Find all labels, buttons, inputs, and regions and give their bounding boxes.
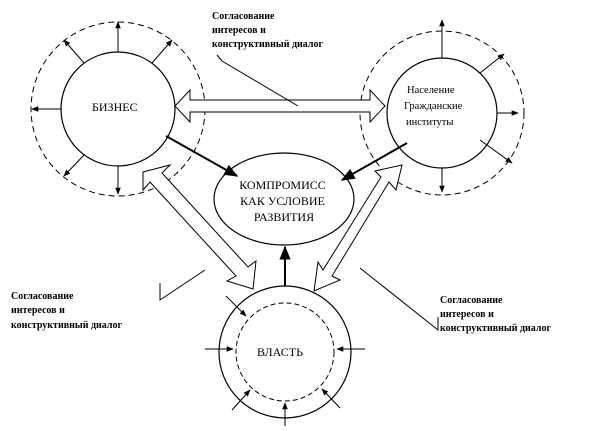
top-note-line-1: Согласование bbox=[212, 11, 275, 22]
power-label: ВЛАСТЬ bbox=[257, 345, 303, 359]
hollow-arrow-business-population bbox=[174, 88, 386, 124]
left-note-line-2: интересов и bbox=[11, 305, 65, 316]
compromise-label: КОМПРОМИСС КАК УСЛОВИЕ РАЗВИТИЯ bbox=[239, 178, 329, 224]
right-note: Согласование интересов и конструктивный … bbox=[440, 295, 551, 334]
hollow-arrow-population-power bbox=[313, 164, 403, 292]
compromise-label-line-3: РАЗВИТИЯ bbox=[254, 210, 314, 224]
left-note-line-1: Согласование bbox=[11, 291, 74, 302]
population-radial-arrows bbox=[439, 19, 519, 193]
power-inner-dashed-circle bbox=[235, 302, 335, 402]
population-label-line-1: Население bbox=[407, 85, 455, 96]
business-label: БИЗНЕС bbox=[92, 100, 138, 114]
note-pointers bbox=[159, 54, 439, 332]
compromise-label-line-2: КАК УСЛОВИЕ bbox=[240, 194, 325, 208]
top-note-pointer bbox=[216, 54, 299, 107]
arrow-business-to-compromise bbox=[165, 135, 239, 177]
population-node: Население Гражданские институты bbox=[359, 19, 525, 196]
hollow-arrow-business-power bbox=[142, 164, 257, 290]
power-inward-arrows bbox=[205, 295, 365, 426]
arrow-population-to-compromise bbox=[340, 142, 408, 181]
population-label: Население Гражданские институты bbox=[404, 85, 465, 128]
population-inner-circle bbox=[386, 57, 498, 169]
business-node: БИЗНЕС bbox=[30, 21, 206, 197]
right-note-line-2: интересов и bbox=[440, 309, 494, 320]
compromise-node: КОМПРОМИСС КАК УСЛОВИЕ РАЗВИТИЯ bbox=[213, 152, 355, 246]
power-node: ВЛАСТЬ bbox=[205, 285, 365, 426]
compromise-ellipse bbox=[213, 152, 355, 246]
arrows-to-compromise bbox=[165, 135, 408, 286]
business-radial-arrows bbox=[31, 21, 173, 195]
population-label-line-3: институты bbox=[406, 117, 453, 128]
left-note-pointer bbox=[159, 269, 206, 301]
top-note-line-2: интересов и bbox=[212, 25, 266, 36]
top-note-line-3: конструктивный диалог bbox=[212, 39, 323, 50]
compromise-label-line-1: КОМПРОМИСС bbox=[239, 178, 326, 192]
left-note-line-3: конструктивный диалог bbox=[11, 320, 122, 331]
right-note-line-1: Согласование bbox=[440, 295, 503, 306]
population-label-line-2: Гражданские bbox=[404, 101, 463, 112]
left-note: Согласование интересов и конструктивный … bbox=[11, 291, 122, 331]
top-note: Согласование интересов и конструктивный … bbox=[212, 11, 323, 50]
right-note-pointer bbox=[359, 267, 439, 332]
right-note-line-3: конструктивный диалог bbox=[440, 323, 551, 334]
